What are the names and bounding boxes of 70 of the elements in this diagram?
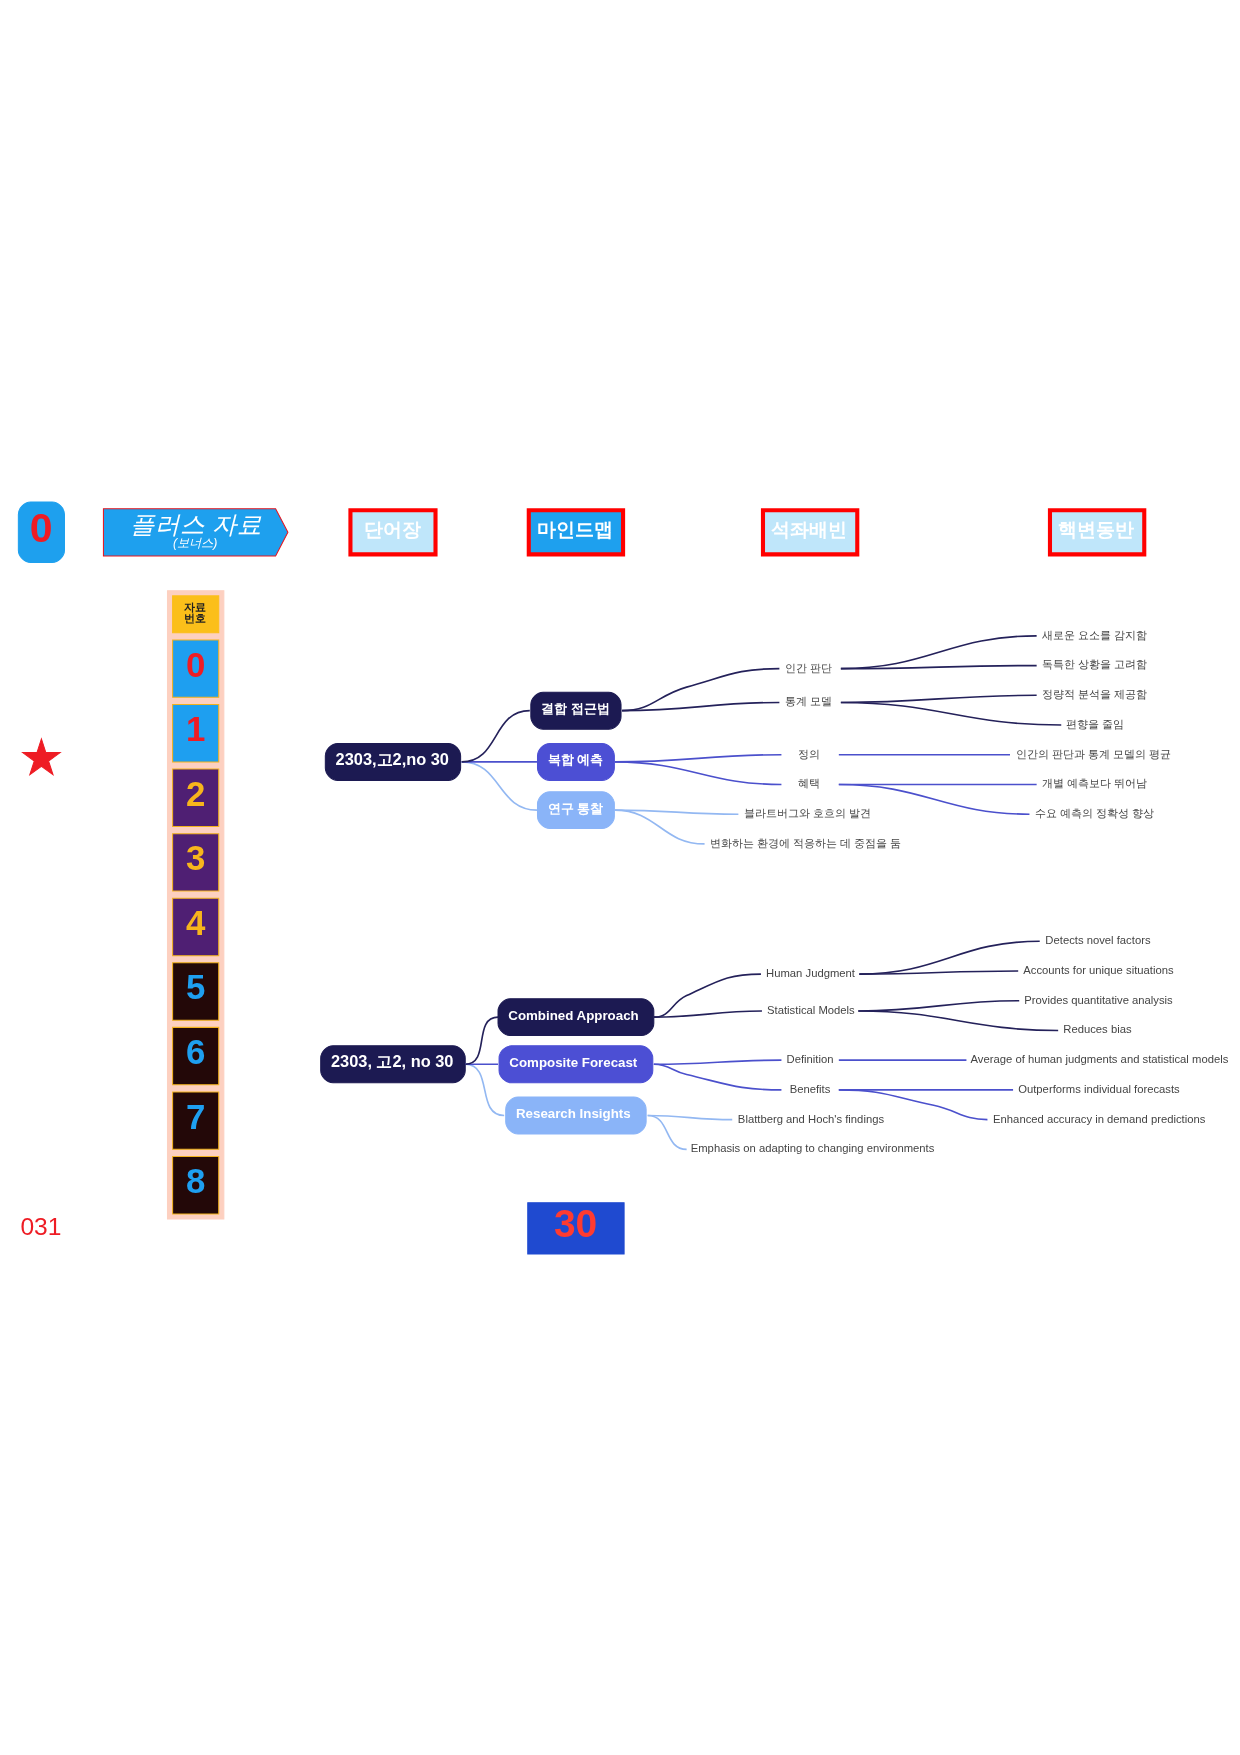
node-text: 독특한 상황을 고려함 [1041,657,1148,670]
node-box: Composite Forecast [498,1044,654,1083]
node-text: 정량적 분석을 제공함 [1041,687,1148,700]
connector [646,1114,688,1150]
node-box: 30 [527,1201,625,1254]
node-box: 7 [172,1090,220,1150]
node-box: 자료 번호 [172,594,220,633]
connector [838,1058,968,1061]
node-text: Human Judgment [766,966,855,979]
connector [838,753,1011,756]
connector [614,753,783,763]
node-text: Benefits [789,1082,831,1095]
node-text: 변화하는 환경에 적응하는 데 중점을 둠 [709,836,902,849]
node-box: 1 [172,703,220,762]
node-box: 복합 예측 [537,742,615,781]
node-box: 연구 통찰 [537,790,615,829]
node-box: 2 [172,768,220,827]
node-box: 8 [172,1155,220,1214]
node-text: 통계 모델 [785,694,833,707]
label: 031 [20,1212,62,1240]
node-box: 단어장 [348,507,438,556]
node-text: 편향을 줄임 [1066,717,1125,730]
node-text: 정의 [798,747,821,760]
connector [840,634,1038,669]
node-text: 수요 예측의 정확성 향상 [1034,806,1154,819]
node-text: Outperforms individual forecasts [1018,1082,1180,1095]
node-text: Statistical Models [767,1003,855,1016]
node-box: 마인드맵 [526,507,626,556]
node-text: 혜택 [798,776,821,789]
connector [614,808,740,815]
node-text: Detects novel factors [1045,933,1151,946]
connector [621,667,781,711]
node-text: 인간의 판단과 통계 모델의 평균 [1015,747,1172,760]
connector [653,1058,783,1065]
node-text: 인간 판단 [785,661,833,674]
node-box: 3 [172,832,220,892]
node-text: Enhanced accuracy in demand predictions [993,1112,1206,1124]
node-box: Combined Approach [497,997,655,1036]
connector [838,1088,1014,1091]
connector [464,1015,499,1065]
node-text: Provides quantitative analysis [1024,993,1173,1006]
node-text: Emphasis on adapting to changing environments [690,1141,935,1154]
node-box: Research Insights [505,1096,647,1134]
node-box: 6 [172,1026,220,1085]
cluster [166,589,225,1220]
connector [857,999,1021,1012]
node-box: 0 [17,501,65,563]
connector [858,939,1041,975]
node-text: Reduces bias [1063,1022,1132,1035]
node-text: Accounts for unique situations [1023,963,1174,976]
node-box: 핵변동반 [1047,507,1147,556]
node-text: 블라트버그와 호흐의 발견 [743,806,871,819]
node-box: 0 [172,638,220,698]
connector [840,693,1038,703]
node-star [21,736,62,776]
node-box: 2303,고2,no 30 [324,742,462,781]
connector [460,709,531,763]
node-text: Blattberg and Hoch's findings [737,1112,885,1124]
node-text: Average of human judgments and statistical models [970,1052,1229,1065]
node-text: 개별 예측보다 뛰어남 [1041,776,1148,789]
node-box: 4 [172,897,220,956]
node-text: 새로운 요소를 감지함 [1041,628,1148,641]
connector [653,972,762,1018]
connector [838,783,1038,785]
node-box: 5 [172,961,220,1021]
node-text: Definition [786,1052,834,1065]
connector [646,1114,734,1120]
node-box: 결합 접근법 [530,691,622,730]
node-box: 석좌배빈 [760,507,860,556]
node-box: 2303, 고2, no 30 [320,1044,466,1083]
